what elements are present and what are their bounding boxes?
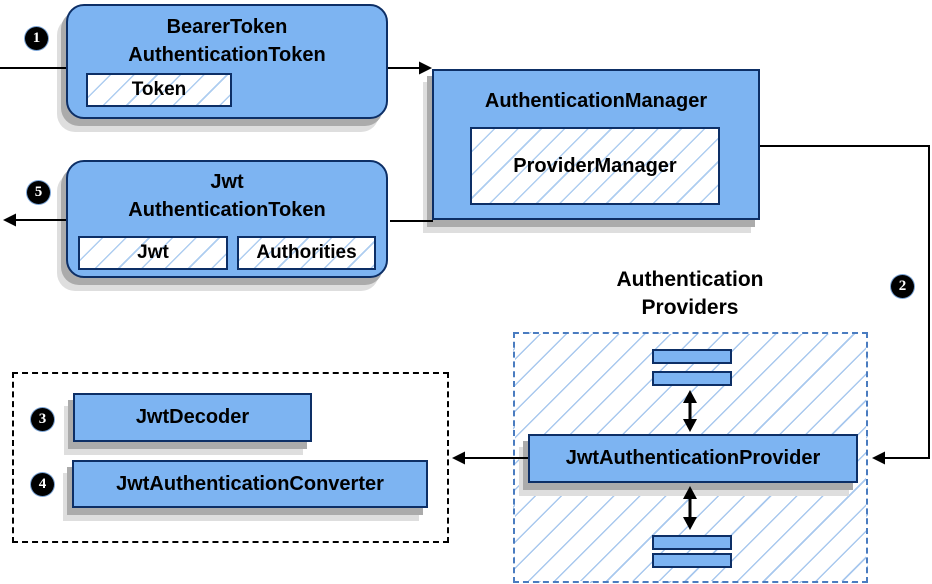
authorities-chip: Authorities xyxy=(237,236,376,270)
bearer-token-title-line2: AuthenticationToken xyxy=(128,44,326,66)
bearer-token-title: BearerToken AuthenticationToken xyxy=(68,13,386,69)
jwt-token-title-line2: AuthenticationToken xyxy=(128,199,326,221)
providers-group-label: Authentication Providers xyxy=(555,266,825,322)
jwt-token-title: Jwt AuthenticationToken xyxy=(68,168,386,224)
outgoing-token-arrowhead-icon xyxy=(3,213,16,227)
authentication-manager-title: AuthenticationManager xyxy=(484,90,708,112)
providers-group-label-line2: Providers xyxy=(641,296,739,319)
jwt-chip: Jwt xyxy=(78,236,228,270)
jwt-authentication-provider-node: JwtAuthenticationProvider xyxy=(528,434,858,483)
jwt-token-title-line1: Jwt xyxy=(210,171,244,193)
provider-stack-bar xyxy=(652,535,732,550)
step-badge-1: 1 xyxy=(25,27,48,50)
provider-stack-bar xyxy=(652,553,732,568)
provider-stack-bar xyxy=(652,349,732,364)
jwt-authentication-converter-node: JwtAuthenticationConverter xyxy=(72,460,428,508)
providers-group-label-line1: Authentication xyxy=(616,268,764,291)
provider-stack-bar xyxy=(652,371,732,386)
step-badge-5: 5 xyxy=(27,181,50,204)
step-badge-4: 4 xyxy=(31,473,54,496)
step-badge-3: 3 xyxy=(31,408,54,431)
jwt-decoder-node: JwtDecoder xyxy=(73,393,312,442)
provider-to-converters-arrowhead-icon xyxy=(452,451,465,465)
step-badge-2: 2 xyxy=(891,275,914,298)
token-chip: Token xyxy=(86,73,232,107)
manager-to-provider-arrowhead-icon xyxy=(872,451,885,465)
bearer-token-title-line1: BearerToken xyxy=(166,16,288,38)
bearer-to-manager-arrowhead-icon xyxy=(419,61,432,75)
provider-manager-chip: ProviderManager xyxy=(470,127,720,205)
